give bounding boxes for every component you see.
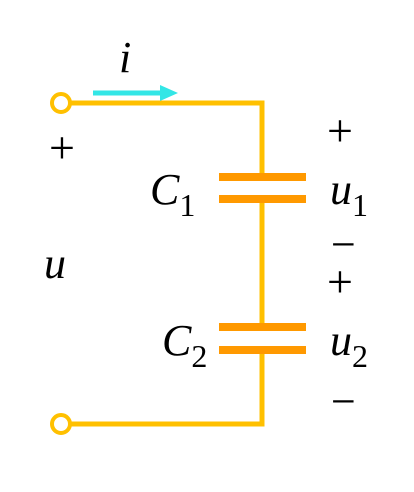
- source-voltage-label: u: [44, 239, 66, 288]
- u2-minus-sign: −: [331, 377, 356, 426]
- u1-minus-sign: −: [331, 220, 356, 269]
- u1-label-sub: 1: [352, 187, 368, 223]
- c2-label-sub: 2: [191, 338, 207, 374]
- u1-plus-sign: +: [327, 105, 353, 156]
- u2-label: u2: [330, 316, 368, 374]
- u1-label: u1: [330, 165, 368, 223]
- c1-label: C1: [150, 165, 195, 223]
- u2-label-main: u: [330, 316, 352, 365]
- current-label: i: [119, 33, 131, 82]
- c1-label-main: C: [150, 165, 180, 214]
- bottom-terminal: [50, 413, 72, 435]
- c2-label-main: C: [162, 316, 192, 365]
- source-plus-sign: +: [49, 122, 75, 173]
- current-arrow-head: [160, 85, 178, 101]
- c2-label: C2: [162, 316, 207, 374]
- bottom-wire: [70, 350, 265, 427]
- u2-plus-sign: +: [327, 256, 353, 307]
- u2-label-sub: 2: [352, 338, 368, 374]
- top-terminal: [50, 92, 72, 114]
- u1-label-main: u: [330, 165, 352, 214]
- top-wire: [70, 100, 265, 177]
- c1-label-sub: 1: [179, 187, 195, 223]
